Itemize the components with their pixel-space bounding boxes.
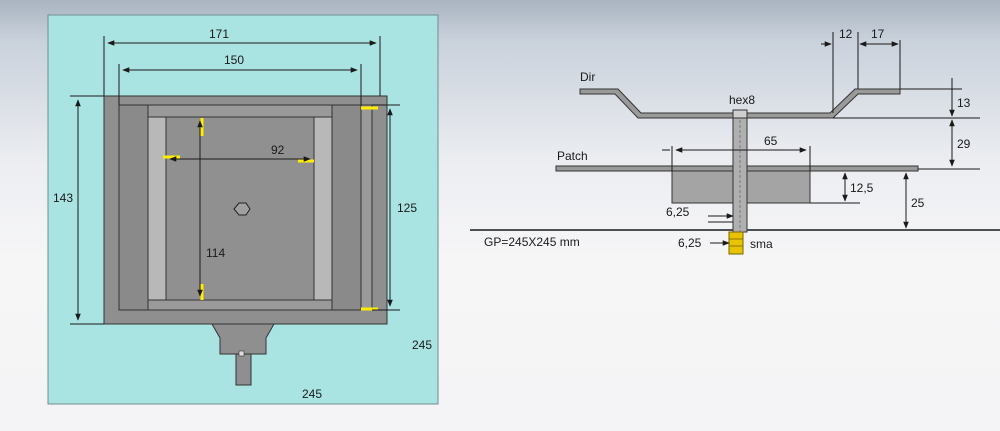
- connector-top-view: [211, 323, 275, 355]
- right-wall-outer: [331, 104, 362, 311]
- left-wall-outer: [118, 104, 149, 311]
- connector-pin-top-view: [235, 353, 252, 386]
- dim-cavity-depth: 12,5: [850, 181, 874, 195]
- top-dimension-lines: [70, 36, 400, 325]
- dim-gap-upper: 6,25: [666, 205, 690, 219]
- dim-outer-height: 143: [53, 191, 73, 205]
- side-view: Dir Patch hex8 sma GP=245X245 mm 12 17 1…: [470, 27, 1000, 255]
- dim-bend: 17: [871, 27, 885, 41]
- label-ground-plane: GP=245X245 mm: [484, 235, 580, 249]
- dim-outer-width: 171: [209, 27, 229, 41]
- dim-director-to-patch: 29: [957, 137, 971, 151]
- label-director: Dir: [580, 70, 595, 84]
- top-view: 171 150 92 143 125 114 245 245: [47, 14, 439, 405]
- dim-patch-height-side: 25: [911, 196, 925, 210]
- dim-ground-width: 245: [302, 387, 322, 401]
- dim-patch-width: 92: [271, 143, 285, 157]
- label-patch: Patch: [557, 149, 588, 163]
- dim-inner-width: 150: [224, 53, 244, 67]
- director-plate: [579, 88, 901, 119]
- dim-ground-height: 245: [412, 338, 432, 352]
- left-wall-inner: [147, 116, 167, 301]
- hex-nut-icon: [233, 202, 251, 216]
- label-sma: sma: [750, 237, 773, 251]
- dim-flange: 12: [839, 27, 853, 41]
- right-wall-inner: [313, 116, 333, 301]
- label-hex: hex8: [729, 93, 755, 107]
- dim-patch-height: 114: [206, 246, 225, 260]
- dim-cavity-width: 65: [764, 134, 778, 148]
- sma-connector-icon: [728, 231, 744, 255]
- dim-gap-lower: 6,25: [678, 236, 702, 250]
- dim-director-drop: 13: [957, 96, 971, 110]
- dim-inner-height: 125: [397, 201, 417, 215]
- side-dimension-lines: [662, 32, 980, 246]
